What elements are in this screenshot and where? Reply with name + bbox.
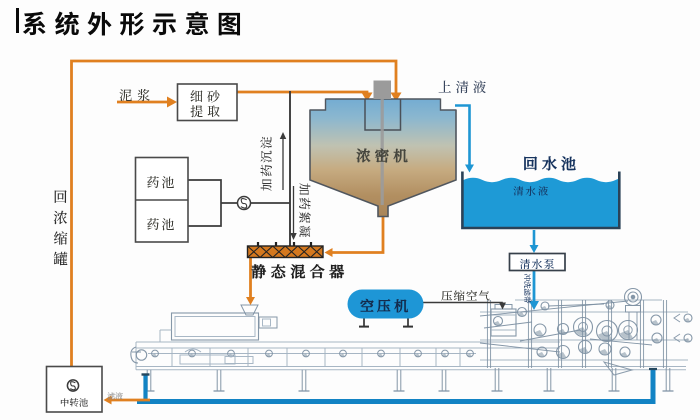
title-left-bar bbox=[16, 8, 19, 33]
thickener-underflow-pipe bbox=[324, 216, 385, 257]
return-pool-tank bbox=[461, 171, 621, 230]
sand-extractor-box bbox=[176, 83, 238, 122]
supernatant-pipe bbox=[455, 104, 474, 173]
dosing-sedimentation-label: 加药沉淀 bbox=[257, 134, 275, 191]
main-drain-pipe bbox=[137, 367, 657, 404]
chem-tank-2-label: 药池 bbox=[146, 214, 177, 233]
pool-to-pump-pipe bbox=[529, 230, 539, 253]
air-compressor-body bbox=[347, 289, 424, 328]
supernatant-label: 上清液 bbox=[438, 76, 491, 96]
thickener-label: 浓密机 bbox=[356, 145, 412, 166]
sand-extractor-label-line1: 细砂 bbox=[189, 86, 224, 105]
mixer-to-press-pipe bbox=[246, 257, 255, 305]
transfer-pool-label: 中转池 bbox=[59, 395, 89, 409]
clean-water-pump-label: 清水泵 bbox=[519, 256, 556, 272]
pool-water-label: 清水液 bbox=[513, 184, 551, 199]
return-pipe-orange bbox=[70, 59, 402, 382]
filtrate-arrow bbox=[103, 395, 150, 405]
sand-extractor-label: 细砂 提取 bbox=[177, 88, 237, 118]
thickener-tank bbox=[308, 80, 458, 218]
belt-filter-press-machine bbox=[130, 287, 693, 392]
compressed-air-line bbox=[423, 301, 506, 310]
chemical-tanks-box bbox=[134, 156, 189, 243]
page-title: 系统外形示意图 bbox=[22, 5, 250, 41]
dosing-flocculation-label: 加药絮凝 bbox=[296, 183, 314, 240]
static-mixer-label: 静态混合器 bbox=[251, 261, 349, 282]
thickener-motor bbox=[373, 80, 391, 99]
dosing-pump-icon bbox=[236, 195, 252, 211]
static-mixer-body bbox=[246, 242, 324, 259]
slurry-label: 泥浆 bbox=[119, 85, 156, 104]
transfer-pool-pump-icon bbox=[66, 379, 80, 392]
slurry-arrow bbox=[117, 96, 177, 108]
compressed-air-label: 压缩空气 bbox=[441, 288, 491, 304]
sand-extractor-label-line2: 提取 bbox=[189, 101, 224, 120]
chem-tank-1-label: 药池 bbox=[146, 172, 177, 191]
return-pool-label: 回水池 bbox=[523, 153, 581, 174]
pump-to-press-pipe bbox=[529, 270, 539, 310]
filtrate-label: 滤液 bbox=[107, 391, 123, 402]
return-to-thickener-label: 回浓缩罐 bbox=[50, 189, 71, 271]
clean-water-pump-box bbox=[508, 252, 566, 272]
sand-extractor-outlet-pipe bbox=[237, 90, 373, 102]
belt-rinse-label: 冲洗滤带 bbox=[521, 273, 533, 304]
chemical-dosing-lines bbox=[188, 91, 297, 246]
air-compressor-label: 空压机 bbox=[360, 296, 411, 316]
